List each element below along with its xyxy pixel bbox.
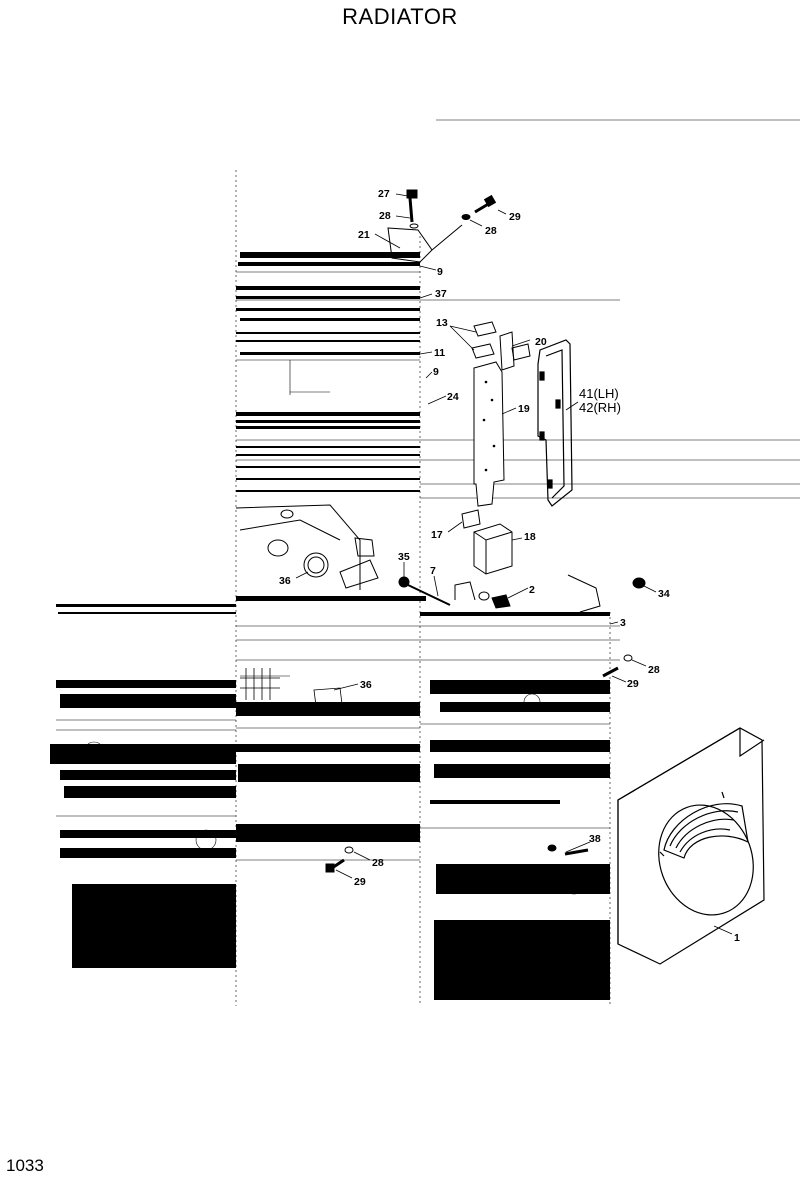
cushion-18 — [473, 523, 513, 575]
callout-41-lh: 41(LH) — [579, 386, 619, 401]
callout-9: 9 — [433, 366, 439, 378]
callout-3: 3 — [620, 617, 626, 629]
radiator-core-upper — [236, 252, 420, 492]
tank-circles — [83, 693, 585, 967]
cushion-13 — [471, 321, 497, 359]
hose-area — [235, 504, 646, 613]
callout-28: 28 — [648, 664, 660, 676]
seal-19 — [473, 361, 505, 507]
seal-41-42 — [537, 339, 573, 507]
callout-35: 35 — [398, 551, 410, 563]
cushion-17 — [461, 509, 481, 529]
callout-29: 29 — [627, 678, 639, 690]
callout-labels: 27 28 29 28 21 9 37 13 20 11 9 24 41(LH)… — [279, 188, 740, 944]
leader-lines — [295, 193, 733, 935]
bolt-29-top — [461, 194, 497, 220]
callout-18: 18 — [524, 531, 536, 543]
radiator-core-lower-lines — [56, 625, 620, 861]
callout-13: 13 — [436, 317, 448, 329]
callout-36: 36 — [360, 679, 372, 691]
top-bracket — [387, 189, 463, 263]
callout-28: 28 — [372, 857, 384, 869]
callout-29: 29 — [509, 211, 521, 223]
callout-38: 38 — [589, 833, 601, 845]
callout-2: 2 — [529, 584, 535, 596]
callout-19: 19 — [518, 403, 530, 415]
callout-17: 17 — [431, 529, 443, 541]
bolt-29-right — [602, 654, 633, 678]
callout-42-rh: 42(RH) — [579, 400, 621, 415]
page-number: 1033 — [6, 1156, 44, 1175]
seal-20 — [499, 331, 531, 371]
callout-29: 29 — [354, 876, 366, 888]
callout-21: 21 — [358, 229, 370, 241]
callout-24: 24 — [447, 391, 459, 403]
dotted-divider — [235, 170, 611, 1006]
callout-1: 1 — [734, 932, 740, 944]
callout-28: 28 — [485, 225, 497, 237]
diagram-artwork — [50, 119, 800, 1006]
bolt-38 — [547, 844, 589, 856]
callout-36: 36 — [279, 575, 291, 587]
fan-shroud — [617, 727, 765, 965]
callout-9: 9 — [437, 266, 443, 278]
callout-20: 20 — [535, 336, 547, 348]
radiator-core-lower — [50, 596, 610, 1000]
callout-27: 27 — [378, 188, 390, 200]
radiator-core-upper-lines — [236, 119, 800, 499]
callout-7: 7 — [430, 565, 436, 577]
callout-11: 11 — [434, 347, 445, 359]
callout-37: 37 — [435, 288, 447, 300]
page-title: RADIATOR — [342, 4, 458, 29]
callout-34: 34 — [658, 588, 670, 600]
callout-28: 28 — [379, 210, 391, 222]
grille — [240, 668, 343, 707]
bolt-29-lower-left — [325, 846, 354, 873]
